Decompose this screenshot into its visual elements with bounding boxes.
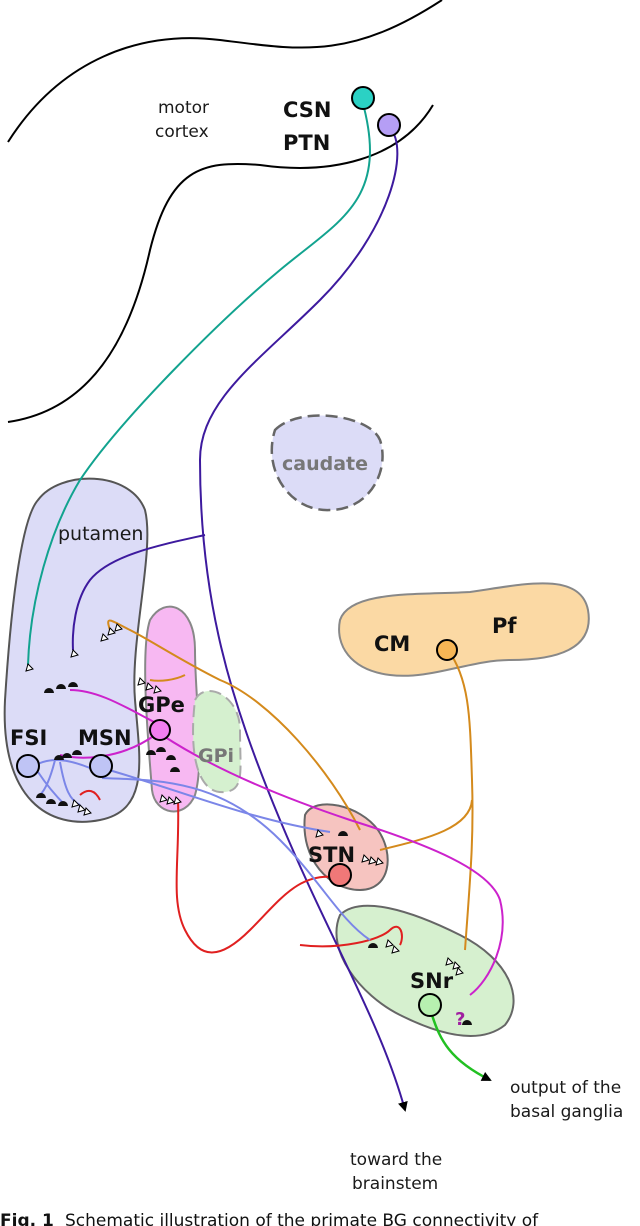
cm-projection-to-stn [379, 799, 473, 851]
putamen-region [3, 477, 149, 823]
thalamus-cm-pf-region [338, 582, 590, 677]
figure-caption-prefix: Fig. 1 [0, 1211, 54, 1226]
terminal-cm-snr-1 [445, 957, 454, 966]
snr-label: SNr [410, 969, 454, 993]
terminal-msn-gpe-2 [156, 747, 166, 752]
terminal-stn-snr-1 [385, 939, 394, 948]
terminal-cm-putamen-2 [107, 627, 116, 636]
terminal-msn-gpe-4 [170, 767, 180, 772]
terminal-ptn-putamen [70, 649, 79, 658]
terminal-cm-putamen-3 [114, 623, 123, 632]
excitatory-terminals [25, 623, 464, 976]
csn-projection [27, 99, 371, 666]
stn-label: STN [308, 843, 355, 867]
stn-neuron [328, 863, 352, 887]
terminal-cm-snr-2 [452, 961, 461, 970]
gpi-region [192, 690, 242, 794]
csn-label: CSN [283, 98, 332, 122]
caudate-label: caudate [282, 453, 368, 475]
msn-label: MSN [78, 726, 132, 750]
cm-label: CM [374, 632, 410, 656]
fsi-label: FSI [10, 726, 47, 750]
terminal-msn-gpe-3 [166, 755, 176, 760]
terminal-cm-stn-1 [361, 854, 370, 863]
brainstem-label-line2: brainstem [352, 1174, 438, 1194]
cm-projection-to-striatum [107, 619, 361, 831]
terminal-cm-snr-3 [455, 967, 464, 976]
terminal-stn-putamen-2 [77, 804, 86, 813]
stn-projection-to-snr [299, 925, 403, 948]
gpe-projection-to-snr [161, 734, 504, 996]
terminal-stn-gpe-1 [159, 794, 168, 803]
terminal-fsi-1 [36, 793, 46, 798]
ptn-label: PTN [283, 131, 330, 155]
stn-projection-to-striatum [79, 789, 101, 801]
figure-caption-text: Schematic illustration of the primate BG… [65, 1211, 539, 1226]
terminal-cm-putamen-1 [100, 633, 109, 642]
terminal-gpe-snr [462, 1020, 472, 1025]
terminal-msn-snr [368, 943, 378, 948]
gpe-projection-to-striatum [69, 689, 161, 726]
pf-label: Pf [492, 614, 517, 638]
cortex-outer-boundary [7, 0, 443, 143]
csn-neuron [351, 86, 375, 110]
snr-region [335, 904, 515, 1037]
terminal-gpe-stn [338, 831, 348, 836]
question-mark-label: ? [455, 1009, 465, 1030]
terminal-fsi-msn-3 [54, 755, 64, 760]
terminal-cm-gpe-3 [153, 685, 162, 694]
terminal-cm-stn-2 [368, 856, 377, 865]
cm-neuron [436, 639, 458, 661]
putamen-label: putamen [58, 523, 143, 545]
terminal-stn-putamen-3 [83, 807, 92, 816]
terminal-fsi-2 [46, 799, 56, 804]
caudate-region [270, 414, 384, 512]
motor-cortex-label-line2: cortex [155, 122, 209, 142]
brainstem-label-line1: toward the [350, 1150, 442, 1170]
cortex-inner-boundary [7, 104, 434, 423]
output-label-line1: output of the [510, 1078, 621, 1098]
cm-projection-to-gpe [149, 674, 186, 682]
terminal-cm-gpe-2 [145, 682, 154, 691]
ptn-collateral-to-putamen [71, 534, 206, 651]
inhibitory-terminals [36, 682, 472, 1025]
fsi-neuron [16, 754, 40, 778]
terminal-gpe-putamen-3 [68, 682, 78, 687]
cm-projection-to-snr [447, 649, 474, 951]
terminal-stn-gpe-3 [173, 796, 182, 805]
terminal-cm-stn-3 [375, 857, 384, 866]
terminal-gpe-putamen-1 [44, 688, 54, 693]
terminal-msn-stn [315, 829, 324, 838]
terminal-gpe-putamen-2 [56, 684, 66, 689]
terminal-fsi-3 [58, 801, 68, 806]
terminal-cm-gpe-1 [137, 677, 146, 686]
terminal-stn-snr-2 [391, 945, 400, 954]
output-label-line2: basal ganglia [510, 1102, 623, 1122]
terminal-msn-gpe-1 [146, 750, 156, 755]
msn-projection-to-snr [101, 777, 371, 941]
terminal-fsi-msn-1 [62, 753, 72, 758]
msn-projection-to-stn [101, 767, 331, 833]
gpe-neuron [149, 719, 171, 741]
terminal-csn-putamen [25, 663, 34, 672]
ptn-neuron [377, 113, 401, 137]
gpe-region [144, 605, 201, 813]
ptn-projection [198, 127, 408, 1112]
gpe-label: GPe [138, 693, 185, 717]
snr-neuron [418, 993, 442, 1017]
gpi-label: GPi [198, 745, 234, 767]
terminal-fsi-msn-2 [72, 750, 82, 755]
terminal-stn-gpe-2 [166, 796, 175, 805]
msn-neuron [89, 754, 113, 778]
motor-cortex-label-line1: motor [158, 98, 209, 118]
snr-output-projection [430, 1014, 492, 1082]
stn-projection [175, 799, 341, 954]
terminal-stn-putamen-1 [71, 799, 80, 808]
